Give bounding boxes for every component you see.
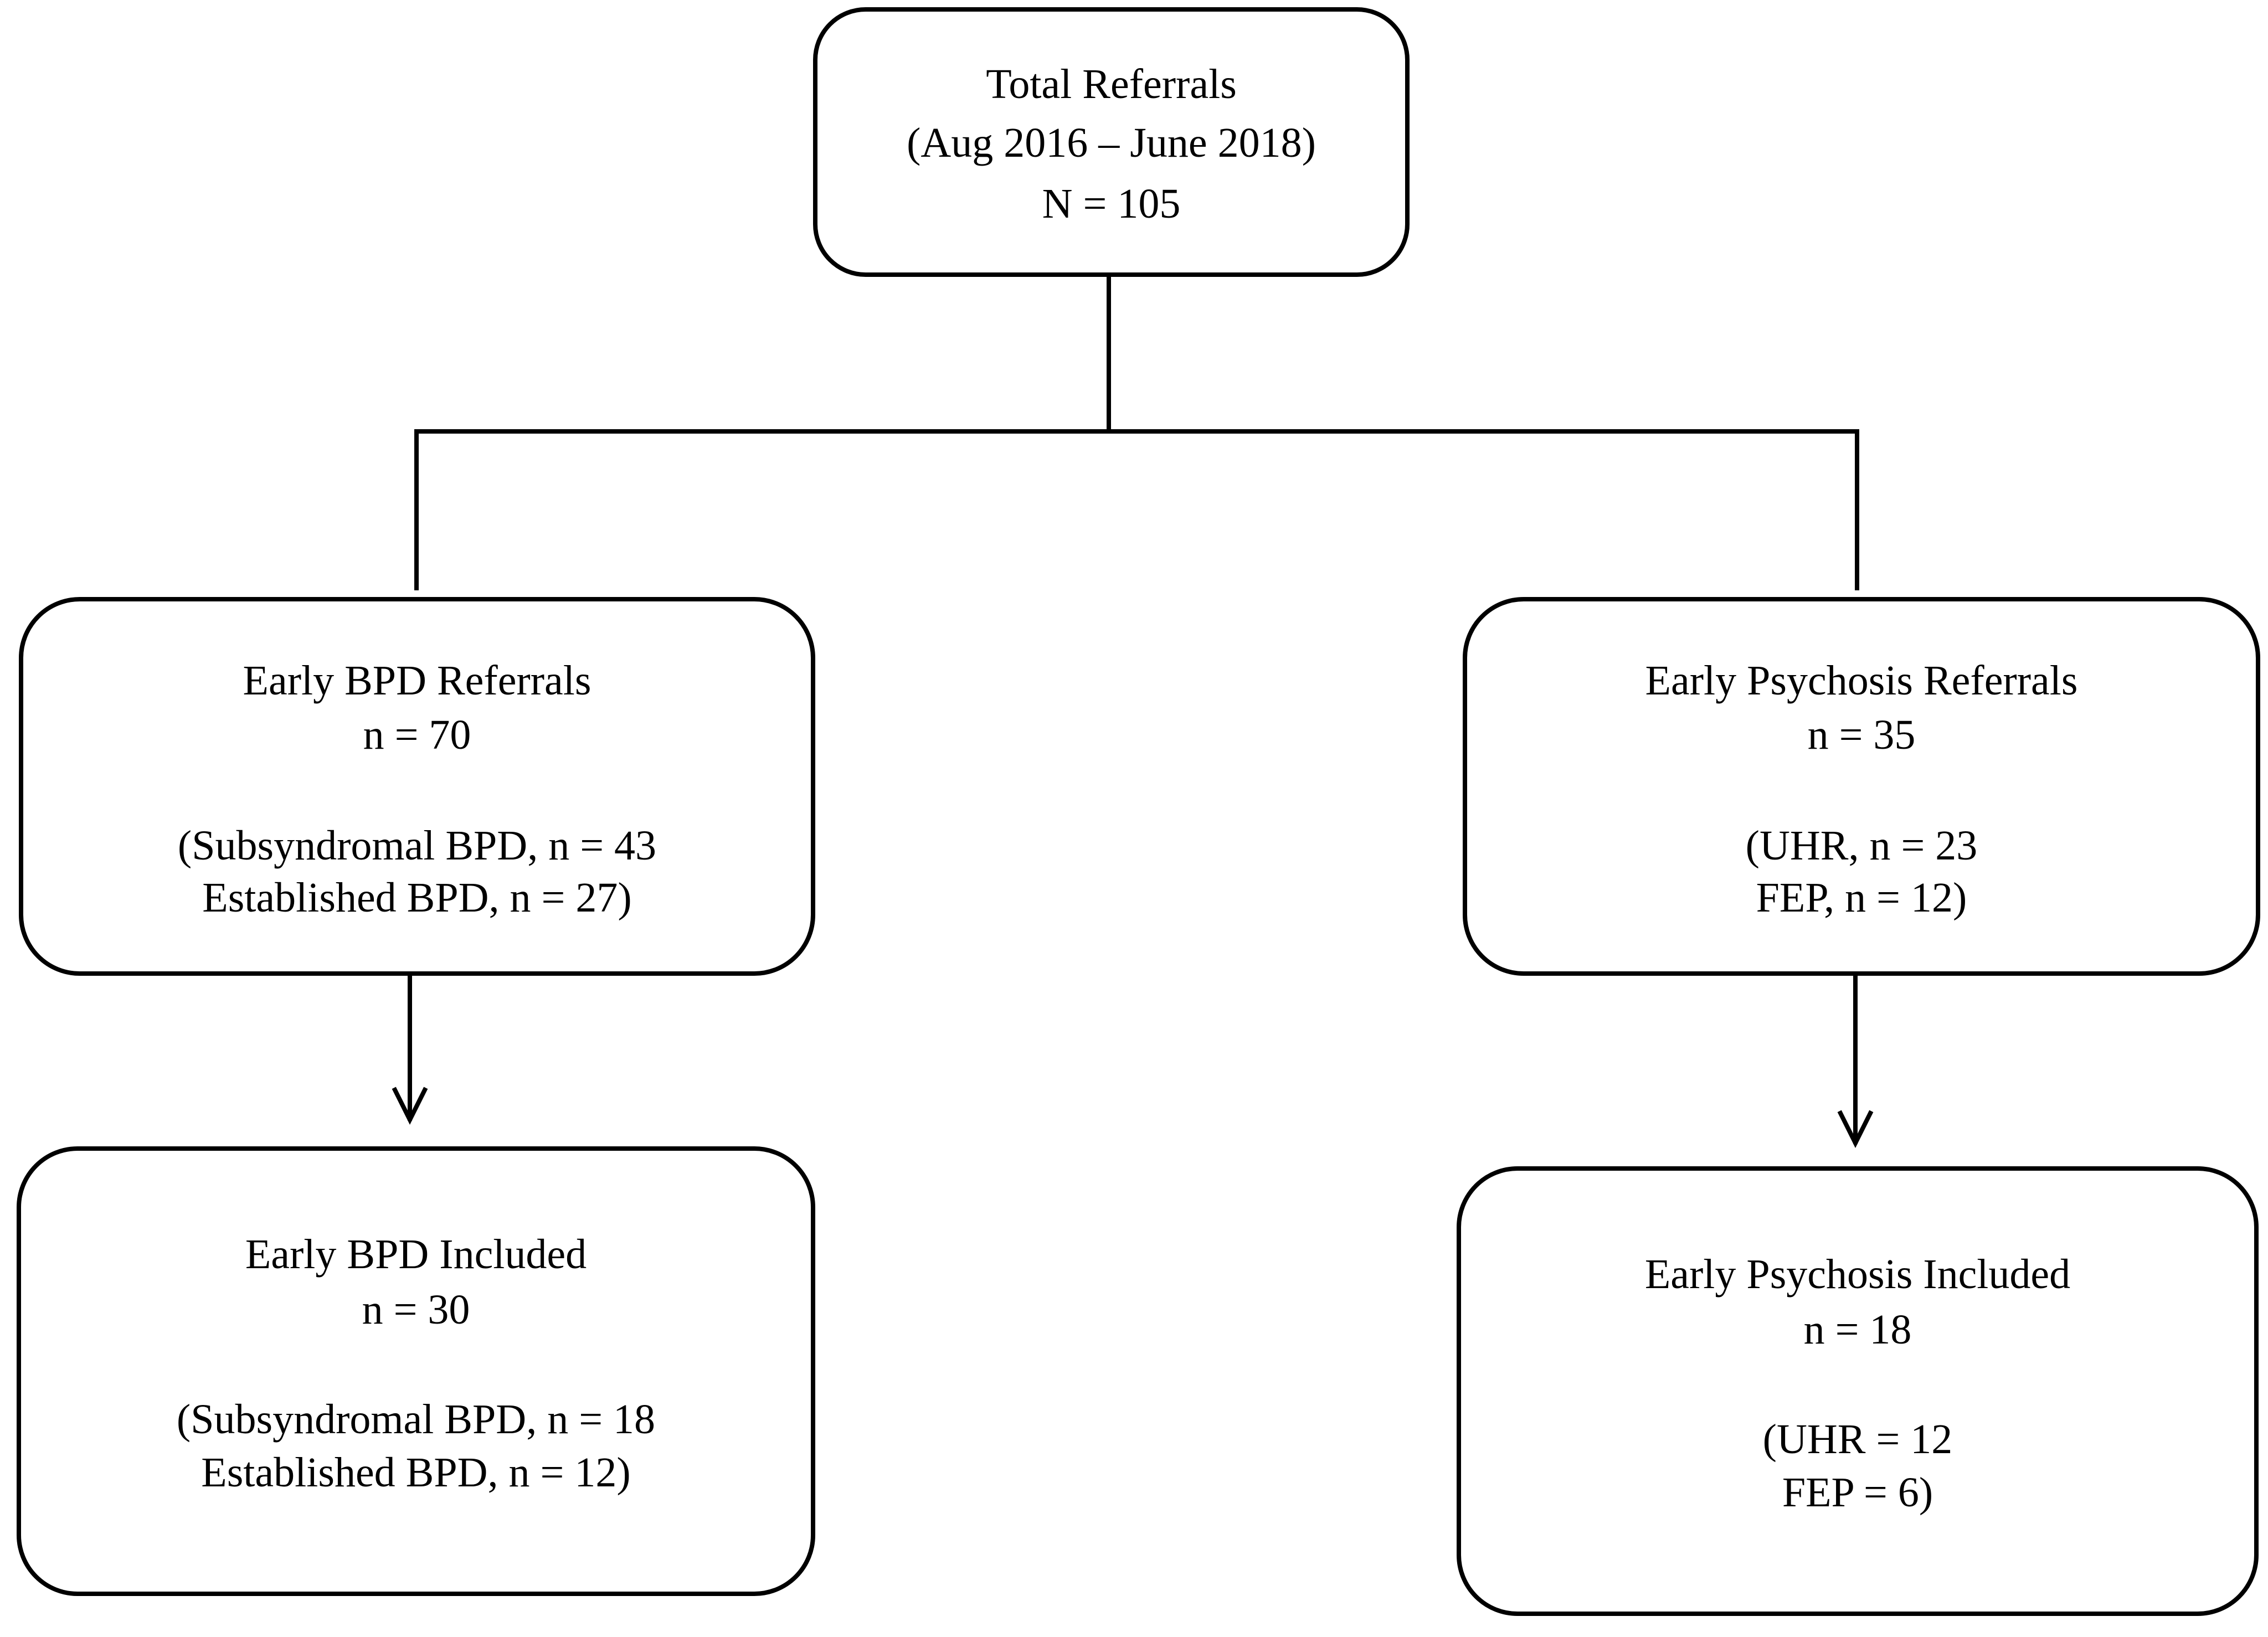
- total-referrals-period: (Aug 2016 – June 2018): [907, 120, 1316, 166]
- node-early-bpd-included: Early BPD Included n = 30 (Subsyndromal …: [17, 1146, 815, 1596]
- psychosis-included-count: n = 18: [1803, 1306, 1912, 1353]
- psychosis-included-detail-1: (UHR = 12: [1762, 1416, 1953, 1463]
- bpd-included-detail-2: Established BPD, n = 12): [201, 1449, 631, 1496]
- psychosis-referrals-title: Early Psychosis Referrals: [1645, 657, 2078, 704]
- arrowhead-bpd-included-icon: [392, 1087, 428, 1125]
- psychosis-referrals-detail-2: FEP, n = 12): [1756, 874, 1967, 921]
- psychosis-included-title: Early Psychosis Included: [1644, 1251, 2071, 1298]
- psychosis-included-detail-2: FEP = 6): [1782, 1469, 1933, 1516]
- node-total-referrals: Total Referrals (Aug 2016 – June 2018) N…: [813, 7, 1410, 277]
- psychosis-referrals-detail-1: (UHR, n = 23: [1745, 822, 1978, 869]
- total-referrals-count: N = 105: [1042, 181, 1181, 227]
- node-early-psychosis-referrals: Early Psychosis Referrals n = 35 (UHR, n…: [1463, 597, 2260, 976]
- total-referrals-title: Total Referrals: [986, 61, 1237, 107]
- bpd-referrals-detail-1: (Subsyndromal BPD, n = 43: [177, 822, 657, 869]
- bpd-included-count: n = 30: [362, 1286, 470, 1333]
- bpd-included-detail-1: (Subsyndromal BPD, n = 18: [176, 1396, 656, 1443]
- node-early-psychosis-included: Early Psychosis Included n = 18 (UHR = 1…: [1457, 1166, 2259, 1616]
- arrowhead-psychosis-included-icon: [1837, 1110, 1874, 1148]
- node-early-bpd-referrals: Early BPD Referrals n = 70 (Subsyndromal…: [19, 597, 815, 976]
- bpd-referrals-title: Early BPD Referrals: [243, 657, 592, 704]
- psychosis-referrals-count: n = 35: [1807, 712, 1916, 758]
- bpd-included-title: Early BPD Included: [245, 1231, 587, 1278]
- bpd-referrals-detail-2: Established BPD, n = 27): [202, 874, 632, 921]
- bpd-referrals-count: n = 70: [363, 712, 471, 758]
